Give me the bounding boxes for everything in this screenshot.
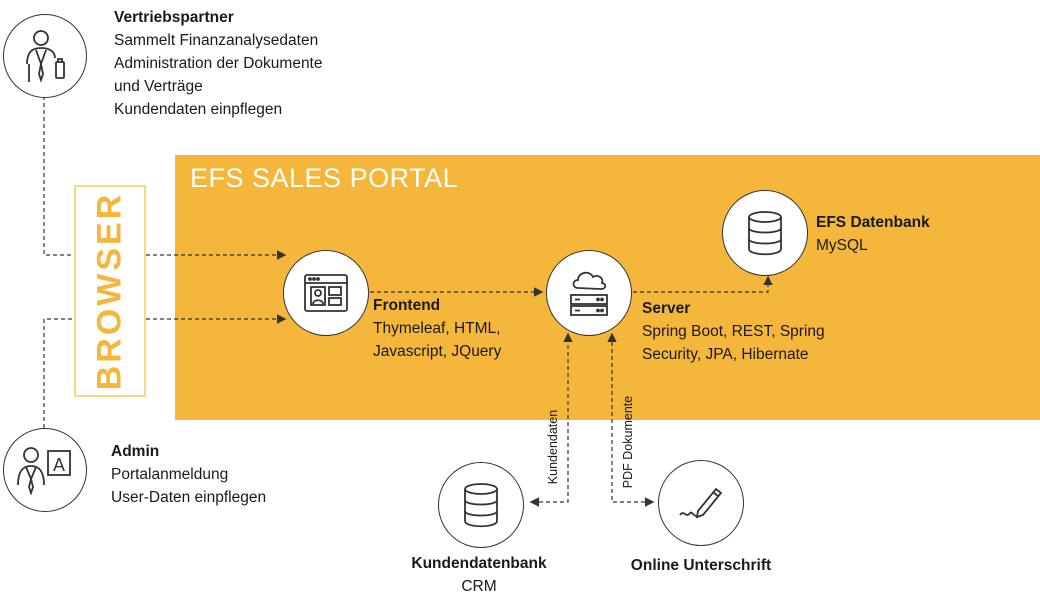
edge-admin-browser — [43, 318, 74, 428]
edge-vertriebspartner-browser — [43, 96, 74, 256]
portal-title: EFS SALES PORTAL — [190, 163, 459, 193]
kunden-db-title: Kundendatenbank — [411, 555, 547, 572]
vertriebspartner-text: Vertriebspartner Sammelt Finanzanalyseda… — [114, 6, 323, 121]
browser-label: BROWSER — [90, 191, 129, 391]
vertriebspartner-line: Sammelt Finanzanalysedaten — [114, 32, 319, 49]
server-title: Server — [642, 300, 691, 317]
browser-box — [74, 185, 146, 397]
signature-text: Online Unterschrift — [631, 554, 771, 577]
frontend-title: Frontend — [373, 297, 441, 314]
kunden-db-subtitle: CRM — [461, 578, 497, 595]
kunden-db-text: Kundendatenbank CRM — [411, 552, 546, 598]
vertriebspartner-line: Kundendaten einpflegen — [114, 101, 283, 118]
database-icon — [438, 462, 524, 548]
vertriebspartner-line: und Verträge — [114, 78, 203, 95]
database-icon — [722, 190, 808, 276]
pen-signature-icon — [658, 460, 744, 546]
admin-text: Admin Portalanmeldung User-Daten einpfle… — [111, 440, 266, 509]
admin-line: User-Daten einpflegen — [111, 489, 267, 506]
edge-label-pdf-dokumente: PDF Dokumente — [621, 395, 635, 489]
browser-window-icon — [283, 250, 369, 336]
efs-db-title: EFS Datenbank — [816, 214, 930, 231]
admin-line: Portalanmeldung — [111, 466, 229, 483]
frontend-text: Frontend Thymeleaf, HTML, Javascript, JQ… — [373, 294, 501, 363]
edge-kundendb-server — [529, 332, 573, 507]
edge-server-efsdb — [633, 275, 773, 293]
businessman-with-bag-icon — [3, 14, 87, 98]
admin-title: Admin — [111, 443, 160, 460]
frontend-line: Thymeleaf, HTML, — [373, 320, 501, 337]
server-text: Server Spring Boot, REST, Spring Securit… — [642, 297, 825, 366]
efs-db-subtitle: MySQL — [816, 237, 868, 254]
efs-db-text: EFS Datenbank MySQL — [816, 211, 930, 257]
frontend-line: Javascript, JQuery — [373, 343, 502, 360]
svg-text:A: A — [53, 455, 65, 475]
server-line: Spring Boot, REST, Spring — [642, 323, 825, 340]
server-line: Security, JPA, Hibernate — [642, 346, 809, 363]
admin-with-letter-icon: A — [3, 428, 87, 512]
vertriebspartner-title: Vertriebspartner — [114, 9, 234, 26]
cloud-server-icon — [546, 250, 632, 336]
edge-label-kundendaten: Kundendaten — [546, 409, 560, 485]
vertriebspartner-line: Administration der Dokumente — [114, 55, 323, 72]
signature-title: Online Unterschrift — [630, 557, 772, 574]
